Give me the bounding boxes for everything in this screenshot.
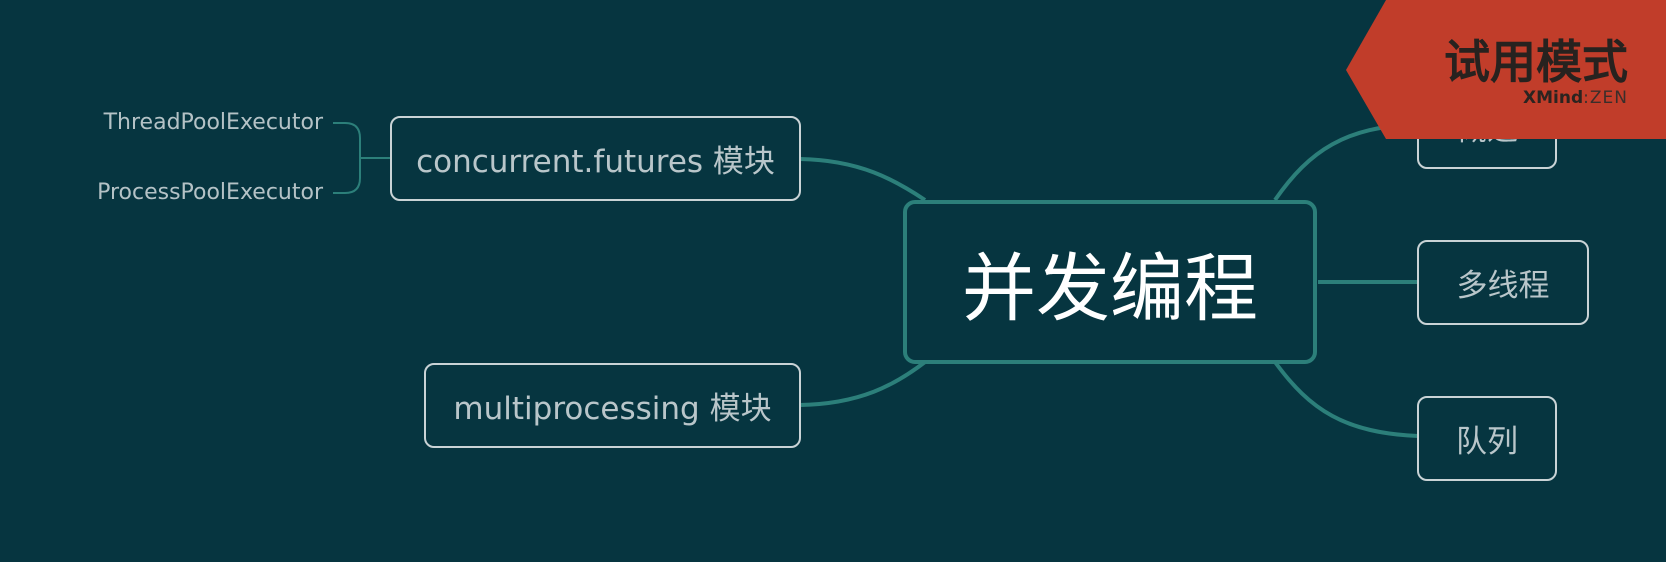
topic-concurrent-futures[interactable]: concurrent.futures 模块 [390,116,801,201]
trial-mode-title: 试用模式 [1444,35,1628,89]
connector-multiprocessing [799,360,927,407]
topic-queue-label: 队列 [1456,424,1518,460]
connector-concurrent-futures [799,157,927,202]
topic-queue[interactable]: 队列 [1417,396,1557,481]
connector-queue [1273,360,1419,438]
xmind-zen-logo: XMind:ZEN [1523,88,1628,108]
logo-edition: ZEN [1589,88,1628,108]
topic-multithreading-label: 多线程 [1456,268,1550,304]
central-topic-label: 并发编程 [962,245,1258,332]
logo-brand-name: XMind [1523,88,1584,108]
topic-multiprocessing[interactable]: multiprocessing 模块 [424,363,801,448]
connector-subtopic-bracket [333,122,390,194]
subtopic-processpoolexecutor[interactable]: ProcessPoolExecutor [97,180,323,205]
subtopic-threadpoolexecutor[interactable]: ThreadPoolExecutor [103,110,323,135]
trial-mode-badge[interactable]: 试用模式 XMind:ZEN [1346,0,1666,139]
topic-multithreading[interactable]: 多线程 [1417,240,1589,325]
central-topic[interactable]: 并发编程 [903,200,1317,364]
topic-concurrent-futures-label: concurrent.futures 模块 [416,144,775,180]
topic-multiprocessing-label: multiprocessing 模块 [453,391,772,427]
logo-separator: : [1583,88,1590,108]
